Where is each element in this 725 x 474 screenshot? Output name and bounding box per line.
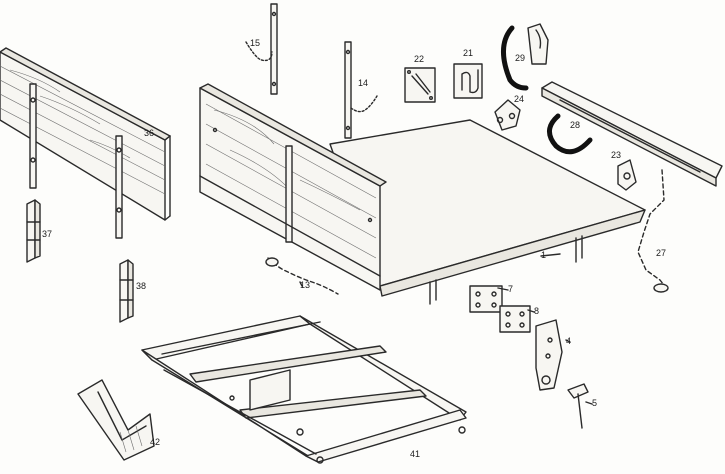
label-part-27: 27: [656, 248, 666, 258]
hinge-bracket-4: [535, 319, 563, 391]
label-part-5: 5: [592, 398, 597, 408]
label-part-7: 7: [508, 284, 513, 294]
stake-pocket-38: [119, 259, 134, 323]
mark-28: [547, 113, 593, 155]
front-board: [199, 83, 387, 291]
label-part-24: 24: [514, 94, 524, 104]
hook-29: [501, 23, 549, 91]
bracket-23: [617, 159, 637, 191]
rear-rail: [541, 81, 723, 187]
stake-pocket-37: [26, 199, 41, 263]
label-part-8: 8: [534, 306, 539, 316]
label-part-13: 13: [300, 280, 310, 290]
leader-lines: [299, 253, 593, 405]
crank-handle-5: [567, 383, 589, 429]
plate-8: [499, 305, 531, 333]
floor-platform-1: [329, 119, 646, 305]
strap-15: [245, 3, 278, 95]
chassis-frame-41: [141, 315, 467, 464]
latch-plate-21: [453, 63, 483, 99]
label-part-28: 28: [570, 120, 580, 130]
chain-13: [265, 257, 339, 295]
label-part-22: 22: [414, 54, 424, 64]
label-part-4: 4: [566, 336, 571, 346]
mudguard-42: [77, 379, 155, 461]
label-part-23: 23: [611, 150, 621, 160]
bracket-24: [494, 99, 521, 131]
label-part-37: 37: [42, 229, 52, 239]
label-part-1: 1: [541, 250, 546, 260]
label-part-15: 15: [250, 38, 260, 48]
label-part-41: 41: [410, 449, 420, 459]
label-part-36: 36: [144, 128, 154, 138]
plate-7: [469, 285, 503, 313]
latch-plate-22: [404, 67, 436, 103]
label-part-29: 29: [515, 53, 525, 63]
highlight-mark-28: [547, 113, 593, 155]
highlight-mark-29: [501, 25, 529, 91]
label-part-14: 14: [358, 78, 368, 88]
strap-14: [344, 41, 378, 139]
side-board-36: [0, 47, 171, 239]
label-part-21: 21: [463, 48, 473, 58]
label-part-38: 38: [136, 281, 146, 291]
label-part-42: 42: [150, 437, 160, 447]
chain-27: [637, 169, 669, 293]
